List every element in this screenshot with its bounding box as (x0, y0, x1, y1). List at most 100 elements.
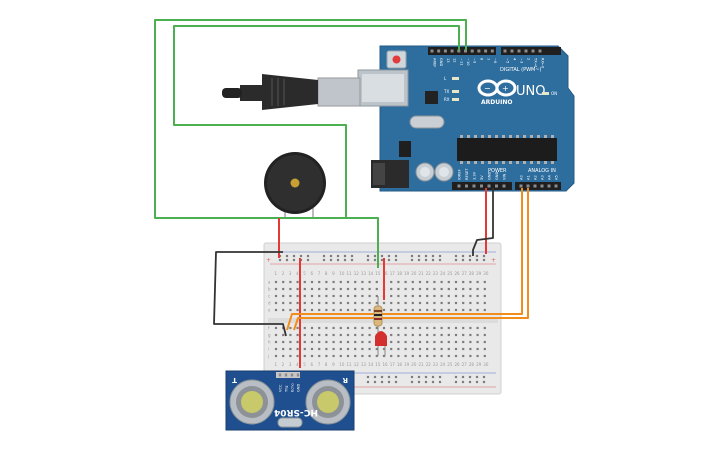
breadboard-hole[interactable] (390, 326, 393, 330)
breadboard-hole[interactable] (418, 340, 422, 344)
breadboard-hole[interactable] (361, 333, 364, 337)
breadboard-hole[interactable] (346, 347, 350, 351)
breadboard-hole[interactable] (332, 333, 335, 337)
breadboard-rail-hole[interactable] (468, 375, 472, 379)
breadboard-hole[interactable] (483, 333, 486, 337)
breadboard-hole[interactable] (476, 294, 479, 298)
breadboard-hole[interactable] (296, 280, 299, 284)
breadboard-hole[interactable] (483, 354, 486, 358)
breadboard-hole[interactable] (454, 326, 458, 330)
breadboard-hole[interactable] (426, 347, 429, 351)
breadboard-hole[interactable] (368, 326, 371, 330)
breadboard-hole[interactable] (375, 287, 378, 291)
breadboard-hole[interactable] (440, 287, 443, 291)
breadboard-hole[interactable] (390, 280, 393, 284)
breadboard-rail-hole[interactable] (366, 258, 370, 262)
breadboard-hole[interactable] (469, 280, 472, 284)
breadboard-hole[interactable] (426, 294, 429, 298)
breadboard-rail-hole[interactable] (468, 380, 472, 384)
breadboard-hole[interactable] (296, 301, 299, 305)
breadboard-hole[interactable] (469, 333, 472, 337)
breadboard-hole[interactable] (454, 301, 458, 305)
breadboard-hole[interactable] (426, 340, 429, 344)
breadboard-hole[interactable] (339, 294, 342, 298)
breadboard-hole[interactable] (462, 280, 465, 284)
breadboard-hole[interactable] (418, 301, 422, 305)
breadboard-hole[interactable] (303, 347, 306, 351)
breadboard-hole[interactable] (361, 294, 364, 298)
breadboard-hole[interactable] (411, 280, 414, 284)
breadboard-hole[interactable] (325, 326, 328, 330)
breadboard-hole[interactable] (346, 308, 350, 312)
breadboard-hole[interactable] (296, 347, 299, 351)
breadboard-hole[interactable] (483, 301, 486, 305)
breadboard-rail-hole[interactable] (454, 258, 458, 262)
digital-pin[interactable] (430, 49, 434, 53)
breadboard-hole[interactable] (418, 326, 422, 330)
breadboard-hole[interactable] (447, 340, 450, 344)
breadboard-hole[interactable] (310, 347, 314, 351)
breadboard-hole[interactable] (375, 347, 378, 351)
analog-pin[interactable] (526, 184, 530, 188)
breadboard-hole[interactable] (411, 287, 414, 291)
breadboard-hole[interactable] (476, 340, 479, 344)
breadboard-hole[interactable] (411, 340, 414, 344)
breadboard-hole[interactable] (346, 280, 350, 284)
breadboard-hole[interactable] (469, 287, 472, 291)
breadboard-hole[interactable] (404, 280, 407, 284)
breadboard-hole[interactable] (447, 280, 450, 284)
breadboard-hole[interactable] (354, 354, 357, 358)
breadboard-hole[interactable] (339, 333, 342, 337)
breadboard-hole[interactable] (303, 294, 306, 298)
breadboard-hole[interactable] (404, 308, 407, 312)
breadboard-hole[interactable] (411, 354, 414, 358)
breadboard-hole[interactable] (368, 354, 371, 358)
breadboard-hole[interactable] (397, 347, 400, 351)
breadboard-rail-hole[interactable] (461, 375, 465, 379)
breadboard-rail-hole[interactable] (394, 258, 398, 262)
breadboard-hole[interactable] (296, 354, 299, 358)
breadboard-hole[interactable] (282, 347, 285, 351)
breadboard-hole[interactable] (310, 287, 314, 291)
breadboard-hole[interactable] (462, 354, 465, 358)
breadboard-rail-hole[interactable] (424, 258, 428, 262)
breadboard-hole[interactable] (462, 308, 465, 312)
breadboard-hole[interactable] (476, 308, 479, 312)
breadboard-hole[interactable] (361, 287, 364, 291)
breadboard-hole[interactable] (368, 287, 371, 291)
breadboard-hole[interactable] (426, 308, 429, 312)
breadboard-hole[interactable] (310, 308, 314, 312)
power-pin[interactable] (472, 184, 476, 188)
breadboard-hole[interactable] (447, 347, 450, 351)
breadboard-hole[interactable] (368, 280, 371, 284)
breadboard-hole[interactable] (332, 280, 335, 284)
breadboard-hole[interactable] (339, 354, 342, 358)
breadboard-hole[interactable] (325, 333, 328, 337)
breadboard-hole[interactable] (462, 326, 465, 330)
breadboard-hole[interactable] (368, 301, 371, 305)
breadboard-rail-hole[interactable] (366, 375, 370, 379)
power-pin[interactable] (457, 184, 461, 188)
breadboard-hole[interactable] (296, 308, 299, 312)
breadboard-rail-hole[interactable] (380, 258, 384, 262)
breadboard-rail-hole[interactable] (417, 375, 421, 379)
breadboard-rail-hole[interactable] (461, 254, 465, 258)
breadboard-hole[interactable] (382, 301, 386, 305)
breadboard-hole[interactable] (469, 340, 472, 344)
breadboard-hole[interactable] (418, 333, 422, 337)
digital-pin[interactable] (510, 49, 514, 53)
breadboard-rail-hole[interactable] (454, 375, 458, 379)
breadboard-hole[interactable] (390, 308, 393, 312)
breadboard-rail-hole[interactable] (410, 258, 414, 262)
breadboard-hole[interactable] (346, 294, 350, 298)
breadboard-hole[interactable] (390, 340, 393, 344)
breadboard-hole[interactable] (282, 287, 285, 291)
breadboard-hole[interactable] (354, 294, 357, 298)
breadboard-hole[interactable] (382, 347, 386, 351)
breadboard-hole[interactable] (426, 287, 429, 291)
breadboard-hole[interactable] (303, 308, 306, 312)
breadboard-hole[interactable] (390, 333, 393, 337)
breadboard-hole[interactable] (476, 287, 479, 291)
breadboard-rail-hole[interactable] (394, 254, 398, 258)
breadboard-rail-hole[interactable] (366, 254, 370, 258)
